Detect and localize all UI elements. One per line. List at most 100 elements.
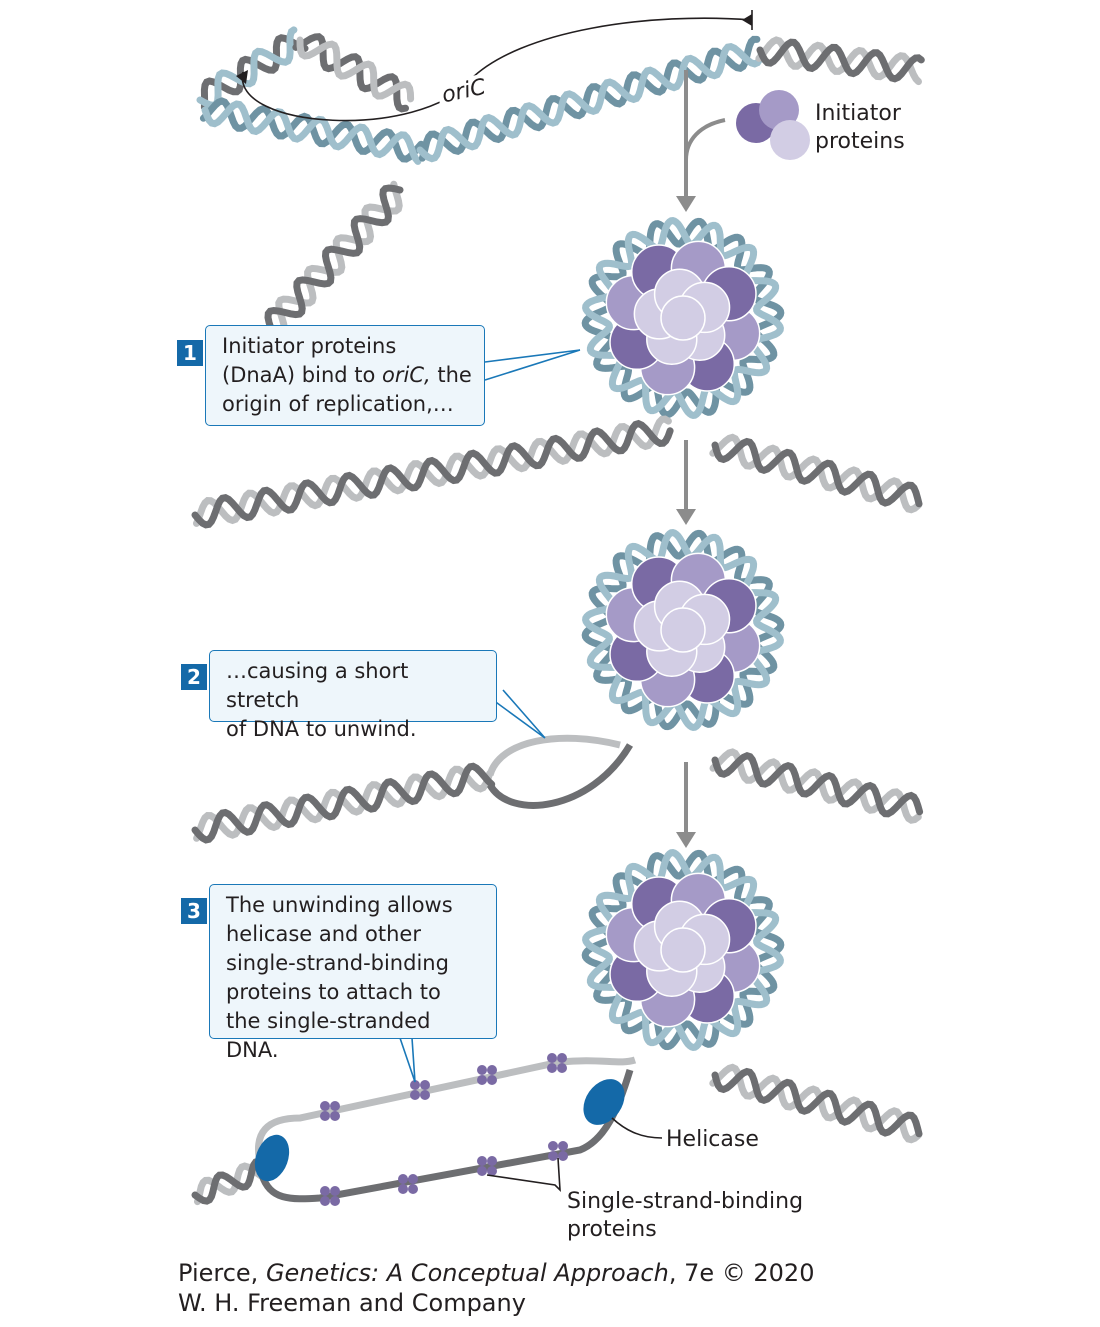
- step-3-line4: proteins to attach to: [226, 980, 441, 1004]
- initiator-complex-3: [605, 872, 761, 1028]
- initiator-complex-1: [605, 240, 761, 396]
- ssb-leader: [486, 1157, 561, 1193]
- step-1-line3: origin of replication,…: [222, 392, 454, 416]
- step-arrow-2-head: [676, 509, 696, 525]
- oric-span-arrowhead-left: [236, 70, 248, 84]
- dna-left-arm-1-strand-a: [191, 419, 674, 529]
- ssb-subunit: [487, 1075, 497, 1085]
- ssb-subunit: [320, 1186, 330, 1196]
- ss-top-strand: [254, 1056, 637, 1172]
- step-1-line1: Initiator proteins: [222, 334, 397, 358]
- step-3-leader: [399, 1037, 416, 1083]
- step-1-line2: (DnaA) bind to oriC, the: [222, 363, 472, 387]
- figure-credit: Pierce, Genetics: A Conceptual Approach,…: [178, 1258, 814, 1318]
- dna-oric-segment: [416, 35, 765, 163]
- ssb-protein: [477, 1065, 497, 1085]
- ssb-subunit: [487, 1156, 497, 1166]
- ssb-protein: [320, 1186, 340, 1206]
- ssb-subunit: [477, 1156, 487, 1166]
- step-1-leader: [484, 349, 581, 381]
- ssb-subunit: [330, 1196, 340, 1206]
- dna-loop-top: [292, 33, 415, 113]
- ssb-label-line1: Single-strand-binding: [567, 1189, 804, 1214]
- ssb-subunit: [557, 1053, 567, 1063]
- ssb-subunit: [558, 1151, 568, 1161]
- step-3-line3: single-strand-binding: [226, 951, 449, 975]
- dna-right-tail-top-strand-b: [755, 36, 922, 86]
- step-1-badge: 1: [177, 340, 203, 366]
- ssb-subunit: [330, 1186, 340, 1196]
- ssb-subunit: [398, 1184, 408, 1194]
- single-stranded-region: [254, 1056, 637, 1203]
- dna-loop-bottom: [199, 97, 425, 165]
- ssb-subunit: [558, 1141, 568, 1151]
- dna-right-arm-3-strand-a: [711, 1067, 923, 1138]
- step-3-line1: The unwinding allows: [226, 893, 453, 917]
- step-2-leader: [492, 689, 546, 739]
- initiator-joining-curve: [684, 118, 726, 161]
- ssb-protein: [548, 1141, 568, 1161]
- helicase-label: Helicase: [666, 1127, 759, 1152]
- step-arrow-1-head: [676, 196, 696, 212]
- ssb-subunit: [547, 1063, 557, 1073]
- dna-loop-left-up-strand-a: [196, 26, 298, 110]
- initiator-proteins-icon: [736, 90, 810, 160]
- ssb-protein: [398, 1174, 418, 1194]
- ssb-subunit: [487, 1065, 497, 1075]
- ssb-protein: [547, 1053, 567, 1073]
- helicase-leader: [611, 1117, 663, 1139]
- initiator-complex-2: [605, 552, 761, 708]
- helicase-left: [254, 1134, 290, 1182]
- credit-line2: W. H. Freeman and Company: [178, 1289, 526, 1317]
- dna-right-arm-2-strand-a: [711, 751, 924, 818]
- ssb-subunit: [320, 1101, 330, 1111]
- unwound-bubble: [486, 734, 634, 809]
- helicase-right: [583, 1079, 625, 1125]
- initiator-proteins-label: Initiator proteins: [815, 100, 905, 156]
- protein-center: [660, 607, 706, 653]
- step-1-callout: Initiator proteins (DnaA) bind to oriC, …: [205, 325, 485, 426]
- oric-span-arrowhead-right: [742, 14, 752, 26]
- ssb-subunit: [548, 1141, 558, 1151]
- initiator-protein-mid: [759, 90, 799, 130]
- ssb-subunit: [320, 1196, 330, 1206]
- ssb-subunit: [320, 1111, 330, 1121]
- ssb-subunit: [548, 1151, 558, 1161]
- initiator-protein-light: [770, 120, 810, 160]
- ssb-subunit: [420, 1080, 430, 1090]
- ssb-subunit: [408, 1184, 418, 1194]
- dna-left-arm-2-strand-a: [191, 762, 496, 844]
- step-2-badge: 2: [181, 664, 207, 690]
- step-2-callout: …causing a short stretch of DNA to unwin…: [209, 650, 497, 741]
- dna-left-arm-3: [191, 1157, 269, 1206]
- dna-left-arm-1: [191, 415, 674, 529]
- dna-oric-segment-strand-a: [416, 42, 765, 163]
- ssb-subunit: [398, 1174, 408, 1184]
- dna-right-arm-1: [709, 433, 923, 514]
- ssb-subunit: [420, 1090, 430, 1100]
- dna-loop-top-strand-b: [292, 33, 409, 113]
- ssb-protein: [477, 1156, 497, 1176]
- ssb-subunit: [410, 1080, 420, 1090]
- dna-right-arm-1-strand-a: [711, 437, 923, 508]
- ssb-subunit: [477, 1075, 487, 1085]
- ssb-label: Single-strand-binding proteins: [567, 1188, 803, 1244]
- dna-loop-left-up: [196, 26, 309, 111]
- ssb-subunit: [547, 1053, 557, 1063]
- step-arrow-1: [676, 70, 696, 212]
- ssb-label-line2: proteins: [567, 1217, 657, 1242]
- ssb-subunit: [330, 1101, 340, 1111]
- dna-loop-top-strand-a: [296, 36, 415, 103]
- ssb-subunit: [410, 1090, 420, 1100]
- dna-left-tail-strand-a: [237, 184, 404, 349]
- dna-right-arm-2-strand-b: [709, 748, 922, 824]
- ssb-subunit: [557, 1063, 567, 1073]
- initiator-proteins-label-line2: proteins: [815, 129, 905, 154]
- initiator-proteins-label-line1: Initiator: [815, 101, 901, 126]
- protein-center: [660, 295, 706, 341]
- dna-right-tail-top-strand-a: [756, 38, 925, 83]
- credit-line1: Pierce, Genetics: A Conceptual Approach,…: [178, 1259, 815, 1287]
- ssb-subunit: [330, 1111, 340, 1121]
- dna-right-tail-top: [755, 36, 925, 86]
